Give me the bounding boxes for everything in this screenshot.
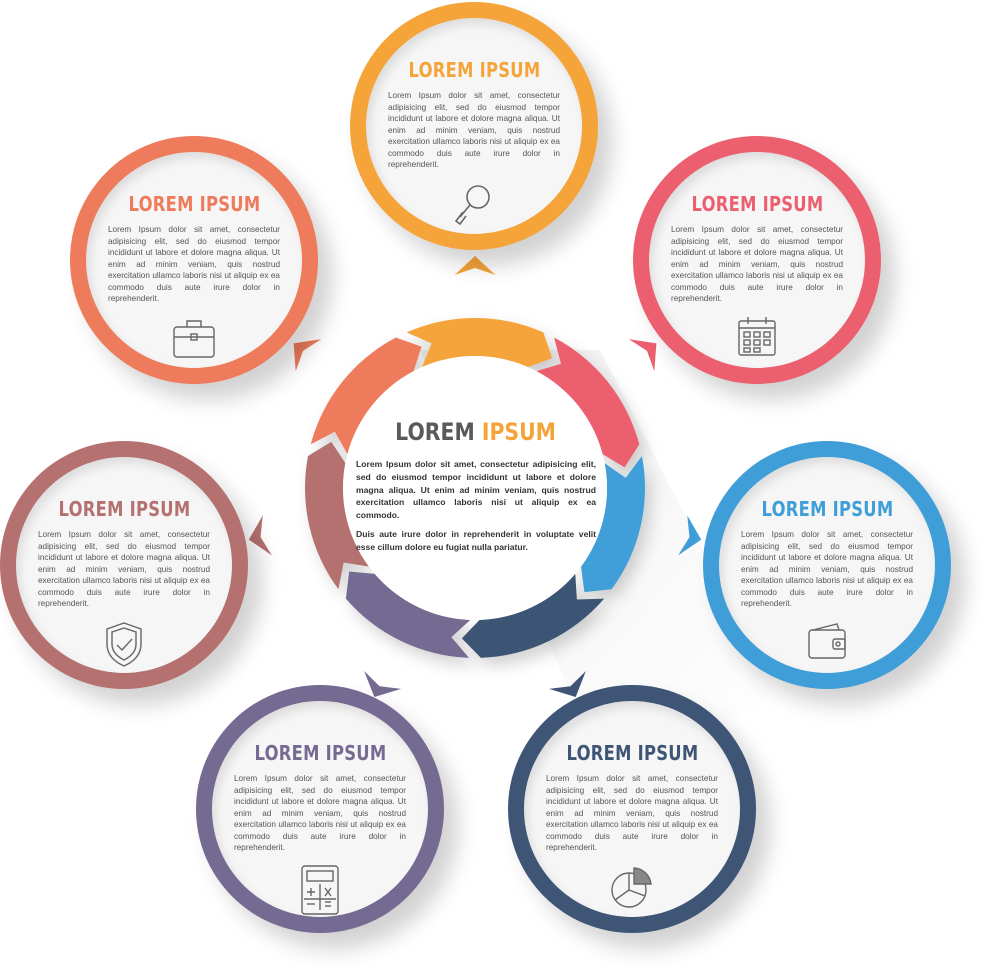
step-title: LOREM IPSUM [691,192,823,216]
step-circle-top-right: LOREM IPSUM Lorem Ipsum dolor sit amet, … [633,136,881,384]
step-content: LOREM IPSUM Lorem Ipsum dolor sit amet, … [366,18,582,234]
step-text: Lorem Ipsum dolor sit amet, consectetur … [234,774,406,852]
ring-segment [304,441,369,590]
ring-segment [345,571,471,658]
briefcase-icon [170,315,218,368]
calendar-icon [735,315,779,370]
step-circle-left: LOREM IPSUM Lorem Ipsum dolor sit amet, … [0,441,248,689]
wallet-icon [805,620,849,671]
magnifier-icon [452,181,496,234]
ring-segment [310,337,422,455]
step-text: Lorem Ipsum dolor sit amet, consectetur … [546,774,718,852]
center-disc [343,356,607,620]
step-circle-bottom-left: LOREM IPSUM Lorem Ipsum dolor sit amet, … [196,685,444,933]
center-body: Lorem Ipsum dolor sit amet, consectetur … [356,458,596,554]
step-circle-bottom-right: LOREM IPSUM Lorem Ipsum dolor sit amet, … [508,685,756,933]
step-title: LOREM IPSUM [254,741,386,765]
ring-segment [536,337,640,468]
step-text: Lorem Ipsum dolor sit amet, consectetur … [38,530,210,608]
calculator-icon [298,864,342,923]
center-paragraph-1: Lorem Ipsum dolor sit amet, consectetur … [356,459,596,521]
pointer-arrow [364,671,402,698]
pointer-arrow [678,515,702,556]
step-content: LOREM IPSUM Lorem Ipsum dolor sit amet, … [212,701,428,917]
ring-segment [461,573,605,658]
step-content: LOREM IPSUM Lorem Ipsum dolor sit amet, … [86,152,302,368]
step-text: Lorem Ipsum dolor sit amet, consectetur … [388,91,560,169]
pie-chart-icon [607,864,657,919]
center-title-b: IPSUM [482,418,557,446]
step-content: LOREM IPSUM Lorem Ipsum dolor sit amet, … [16,457,232,673]
pointer-arrow [293,339,322,372]
step-title: LOREM IPSUM [761,497,893,521]
step-content: LOREM IPSUM Lorem Ipsum dolor sit amet, … [649,152,865,368]
step-title: LOREM IPSUM [58,497,190,521]
center-content: LOREM IPSUM Lorem Ipsum dolor sit amet, … [356,418,596,560]
step-text: Lorem Ipsum dolor sit amet, consectetur … [741,530,913,608]
step-title: LOREM IPSUM [408,58,540,82]
step-circle-top-left: LOREM IPSUM Lorem Ipsum dolor sit amet, … [70,136,318,384]
pointer-arrow [248,515,272,556]
step-circle-top: LOREM IPSUM Lorem Ipsum dolor sit amet, … [350,2,598,250]
shield-check-icon [102,620,146,675]
step-content: LOREM IPSUM Lorem Ipsum dolor sit amet, … [524,701,740,917]
step-text: Lorem Ipsum dolor sit amet, consectetur … [108,225,280,303]
pointer-arrow [548,671,586,698]
step-content: LOREM IPSUM Lorem Ipsum dolor sit amet, … [719,457,935,673]
ring-segment [581,455,645,593]
step-title: LOREM IPSUM [566,741,698,765]
ring-segment [406,318,553,368]
center-title-a: LOREM [395,418,476,446]
pointer-arrow [454,256,496,275]
step-title: LOREM IPSUM [128,192,260,216]
center-paragraph-2: Duis aute irure dolor in reprehenderit i… [356,528,596,552]
step-circle-right: LOREM IPSUM Lorem Ipsum dolor sit amet, … [703,441,951,689]
center-title: LOREM IPSUM [396,418,557,446]
pointer-arrow [628,339,657,372]
step-text: Lorem Ipsum dolor sit amet, consectetur … [671,225,843,303]
